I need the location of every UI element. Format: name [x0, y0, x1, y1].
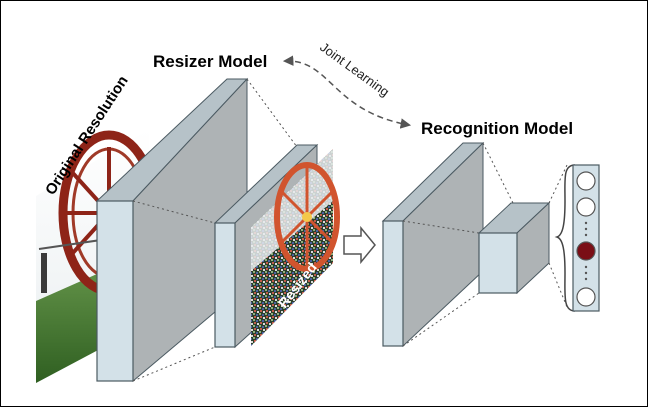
output-node-2 [576, 197, 596, 217]
joint-learning-label: Joint Learning [317, 39, 392, 99]
resizer-input-layer [95, 77, 249, 383]
resized-image [251, 149, 340, 346]
feature-cube [477, 201, 551, 295]
output-vector [572, 164, 600, 312]
recognition-input-layer [381, 141, 485, 348]
output-node-1 [576, 171, 596, 191]
output-node-4 [576, 287, 596, 307]
output-brace [554, 164, 576, 312]
output-node-active [576, 241, 596, 261]
connector-lines-3 [548, 164, 568, 308]
recognition-model-label: Recognition Model [421, 119, 573, 138]
flow-arrow-icon [343, 225, 376, 265]
resizer-model-label: Resizer Model [153, 52, 267, 71]
joint-learning-arrow [282, 55, 412, 129]
resized-wheel-icon [274, 162, 340, 272]
